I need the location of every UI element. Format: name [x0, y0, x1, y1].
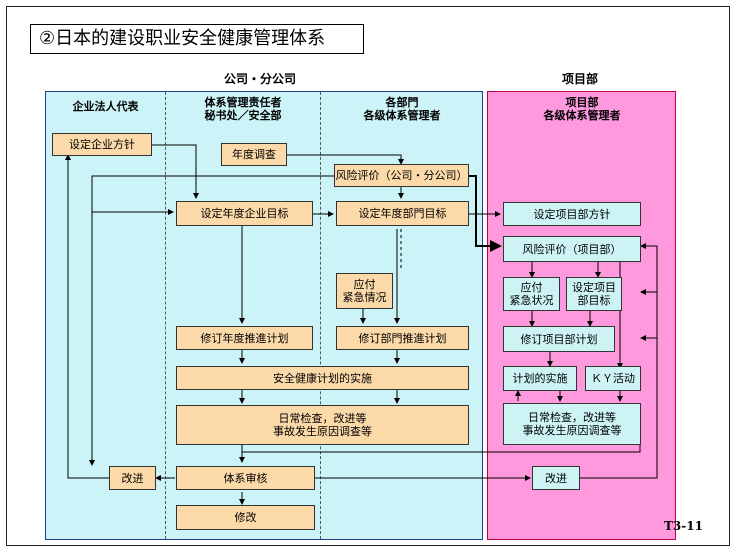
- set-project-policy-box: 设定项目部方针: [503, 202, 641, 226]
- system-audit-box: 体系审核: [176, 466, 315, 490]
- revise-dept-plan-box: 修订部門推進计划: [336, 326, 469, 350]
- revise-annual-plan-box: 修订年度推進计划: [176, 326, 313, 350]
- daily-inspection-project-box: 日常检查，改进等 事故发生原因调查等: [503, 403, 641, 445]
- column-header-project: 项目部 各级体系管理者: [543, 96, 621, 122]
- column-header-system-manager: 体系管理责任者 秘书处／安全部: [204, 96, 282, 122]
- lane-divider: [165, 92, 166, 539]
- implement-project-plan-box: 计划的实施: [503, 366, 577, 391]
- company-header: 公司・分公司: [223, 72, 296, 86]
- set-project-goal-box: 设定项目 部目标: [566, 277, 622, 311]
- column-header-representative: 企业法人代表: [72, 100, 139, 113]
- emergency-response-company-box: 应付 紧急情况: [336, 273, 393, 309]
- project-header: 项目部: [561, 72, 598, 86]
- annual-survey-box: 年度调查: [221, 143, 287, 166]
- improvement-box: 改进: [109, 466, 156, 490]
- lane-divider: [320, 92, 321, 539]
- revise-project-plan-box: 修订项目部计划: [503, 326, 615, 352]
- implement-safety-plan-box: 安全健康计划的实施: [176, 366, 469, 390]
- set-company-policy-box: 设定企业方针: [52, 133, 152, 156]
- set-annual-dept-goal-box: 设定年度部門目标: [336, 201, 469, 226]
- page-label: T3-11: [664, 519, 703, 533]
- risk-assessment-project-box: 风险评价（项目部）: [503, 236, 641, 262]
- emergency-response-project-box: 应付 紧急状况: [503, 277, 560, 311]
- page-title: ②日本的建设职业安全健康管理体系: [30, 24, 364, 54]
- revision-box: 修改: [176, 505, 315, 530]
- column-header-departments: 各部門 各级体系管理者: [363, 96, 441, 122]
- ky-activity-box: ＫＹ活动: [585, 366, 641, 391]
- risk-assessment-company-box: 风险评价（公司・分公司）: [334, 164, 469, 187]
- project-lane: [487, 91, 676, 540]
- project-improvement-box: 改进: [532, 466, 580, 490]
- set-annual-company-goal-box: 设定年度企业目标: [176, 201, 313, 226]
- daily-inspection-company-box: 日常检查，改进等 事故发生原因调查等: [176, 405, 469, 445]
